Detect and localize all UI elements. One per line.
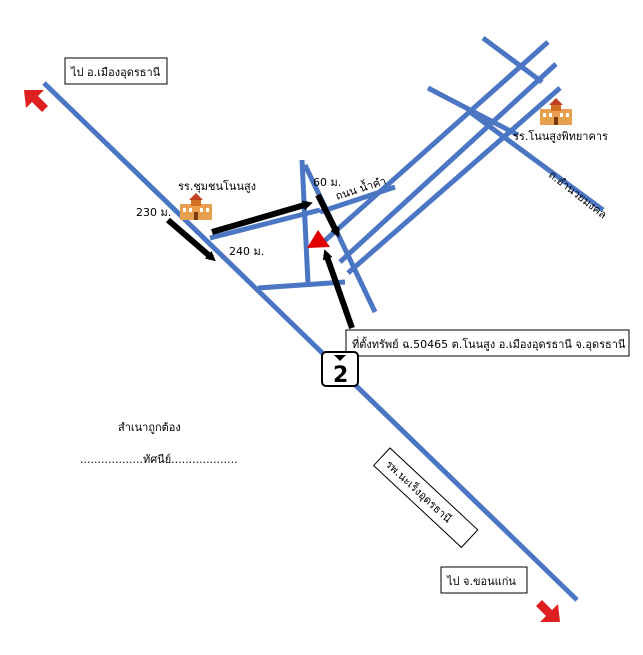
school-building-icon (180, 193, 212, 220)
road-namkham-west (299, 159, 311, 284)
route-arrow-240m (211, 200, 313, 235)
to-khonkaen-box (440, 566, 528, 594)
road-long-1 (318, 40, 550, 247)
road-long-3 (346, 86, 562, 275)
dist-240-label: 240 ม. (229, 245, 264, 258)
road-lower-cross (257, 279, 346, 291)
highway-2-road (42, 81, 579, 602)
road-long-2 (338, 62, 558, 264)
signature-line: ..................ทัศนีย์...............… (80, 453, 238, 466)
road-namkham-east (302, 163, 378, 314)
property-marker-icon (307, 230, 330, 248)
certified-label: สำเนาถูกต้อง (118, 421, 181, 434)
dist-230-label: 230 ม. (136, 206, 171, 219)
to-udon-box (64, 57, 168, 85)
route-arrow-60m (315, 193, 340, 238)
dist-60-label: 60 ม. (313, 176, 341, 189)
to-udon-label: ไป อ.เมืองอุดรธานี (70, 66, 161, 79)
hospital-label: รพ.นะเร็งอุดรธานี (383, 457, 455, 526)
route-arrow-from-property (322, 249, 355, 329)
direction-arrow-northwest-icon (24, 90, 48, 112)
school-community-label: รร.ชุมชนโนนสูง (178, 179, 256, 193)
school-wittaya-label: รร.โนนสูงพิทยาคาร (513, 129, 608, 143)
road-upper-diag (481, 35, 544, 85)
hospital-box (372, 447, 479, 549)
highway-shield-icon (321, 351, 359, 387)
property-box (345, 329, 630, 357)
road-to-school-1 (209, 207, 321, 241)
property-label: ที่ตั้งทรัพย์ ฉ.50465 ต.โนนสูง อ.เมืองอุ… (352, 336, 626, 351)
school-building-icon (540, 98, 572, 125)
road-amnuai-label: ถ.อำนวยมงคล (546, 168, 609, 221)
highway-number: 2 (333, 363, 348, 388)
road-amnuai-mongkol (468, 109, 605, 213)
route-arrow-230m (166, 217, 216, 262)
to-khonkaen-label: ไป จ.ขอนแก่น (446, 575, 516, 588)
direction-arrow-southeast-icon (536, 600, 560, 622)
roads (42, 35, 605, 602)
